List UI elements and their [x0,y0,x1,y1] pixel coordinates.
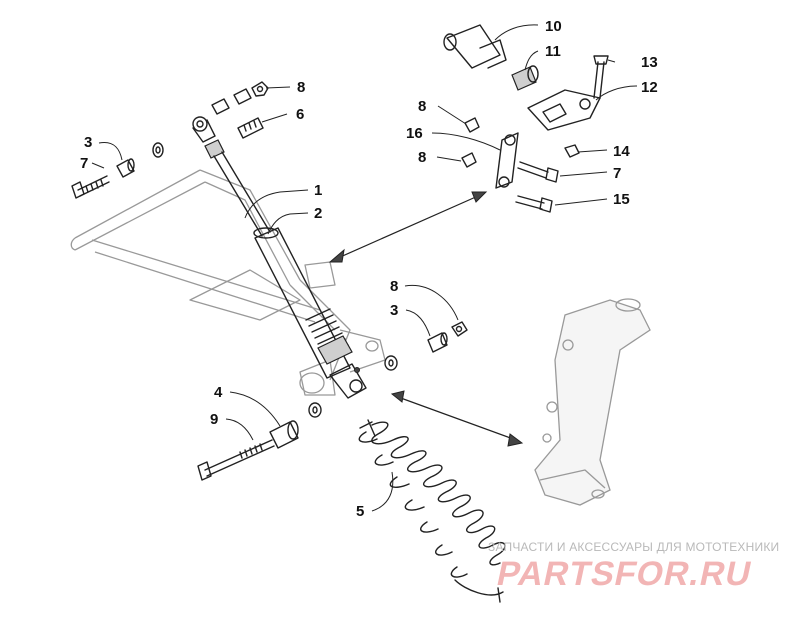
leader-lines [91,24,638,512]
assembly-arrows [328,191,524,447]
callout-8-link-bottom: 8 [418,149,426,166]
watermark-logo-text: PARTSFOR.RU [494,555,756,593]
watermark-logo: PARTSFOR.RU [494,555,756,593]
coil-spring [358,419,506,603]
callout-7-upper: 7 [80,155,88,172]
callout-8-upper: 8 [297,79,305,96]
callout-13: 13 [641,54,658,71]
a-arm-frame [70,169,386,396]
shock-threads [305,308,349,357]
callout-14: 14 [613,143,630,160]
callout-numbers: 1 2 3 7 8 6 8 3 4 9 5 10 11 13 12 14 7 1… [80,18,658,520]
spindle-knuckle [534,298,651,506]
callout-8-link-top: 8 [418,98,426,115]
callout-3-upper: 3 [84,134,92,151]
callout-7-lower: 7 [613,165,621,182]
callout-4: 4 [214,384,223,401]
callout-9: 9 [210,411,218,428]
callout-5: 5 [356,503,364,520]
upper-mount-hardware [71,81,269,199]
callout-10: 10 [545,18,562,35]
callout-16: 16 [406,125,423,142]
callout-6: 6 [296,106,304,123]
lower-mount-hardware [197,321,468,481]
callout-3-lower: 3 [390,302,398,319]
callout-2: 2 [314,205,322,222]
callout-11: 11 [545,43,561,60]
callout-15: 15 [613,191,630,208]
watermark-tagline: ЗАПЧАСТИ И АКСЕССУАРЫ ДЛЯ МОТОТЕХНИКИ [488,540,780,554]
sway-bar-link-assembly [443,24,609,213]
callout-1: 1 [314,182,322,199]
callout-12: 12 [641,79,658,96]
callout-8-lower: 8 [390,278,398,295]
shock-absorber [192,116,367,399]
